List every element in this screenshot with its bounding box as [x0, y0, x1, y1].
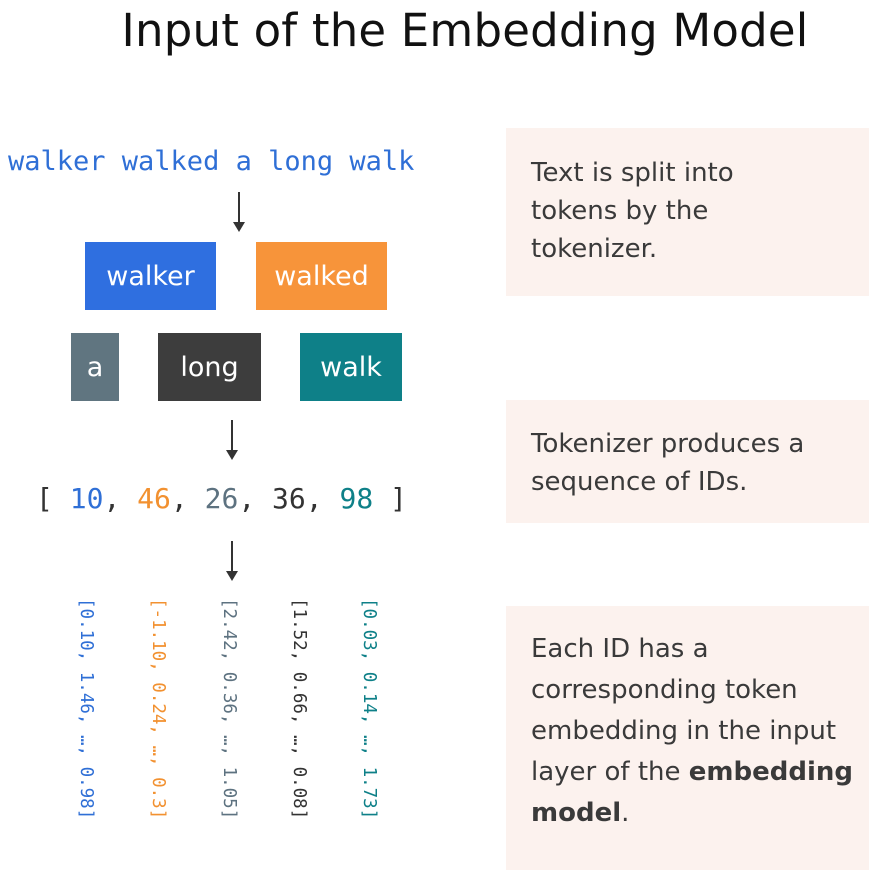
note-embedding-suffix: . — [621, 798, 630, 828]
embedding-vector: [0.10, 1.46, …, 0.98] — [76, 598, 96, 820]
arrow-down-icon — [226, 420, 238, 460]
embedding-vector: [1.52, 0.66, …, 0.08] — [289, 598, 309, 820]
separator: , — [238, 482, 273, 515]
bracket-close: ] — [373, 482, 407, 515]
token-long: long — [158, 333, 261, 401]
token-walker: walker — [85, 242, 216, 310]
input-sentence: walker walked a long walk — [8, 146, 415, 177]
token-id-sequence: [ 10, 46, 26, 36, 98 ] — [36, 482, 407, 515]
note-ids: Tokenizer produces a sequence of IDs. — [506, 400, 869, 523]
token-walked: walked — [256, 242, 387, 310]
token-walk: walk — [300, 333, 402, 401]
separator: , — [170, 482, 205, 515]
token-id: 46 — [137, 482, 171, 515]
token-id: 26 — [204, 482, 239, 515]
note-embedding-text: Each ID has a corresponding token embedd… — [531, 634, 837, 787]
note-embedding: Each ID has a corresponding token embedd… — [506, 606, 869, 870]
token-a: a — [71, 333, 119, 401]
note-tokenize: Text is split into tokens by the tokeniz… — [506, 128, 869, 296]
note-ids-text: Tokenizer produces a sequence of IDs. — [531, 429, 805, 497]
note-tokenize-text: Text is split into tokens by the tokeniz… — [531, 158, 734, 264]
token-id: 98 — [339, 482, 374, 515]
embedding-vector: [-1.10, 0.24, …, 0.3] — [148, 598, 168, 820]
note-embedding-bold: embedding model — [531, 757, 853, 828]
separator: , — [103, 482, 138, 515]
arrow-down-icon — [226, 541, 238, 581]
token-id: 10 — [69, 482, 104, 515]
page-title: Input of the Embedding Model — [121, 4, 809, 57]
embedding-vector: [2.42, 0.36, …, 1.05] — [219, 598, 239, 820]
separator: , — [305, 482, 340, 515]
embedding-vector: [0.03, 0.14, …, 1.73] — [359, 598, 379, 820]
arrow-down-icon — [233, 192, 245, 232]
bracket-open: [ — [36, 482, 70, 515]
token-id: 36 — [272, 482, 306, 515]
